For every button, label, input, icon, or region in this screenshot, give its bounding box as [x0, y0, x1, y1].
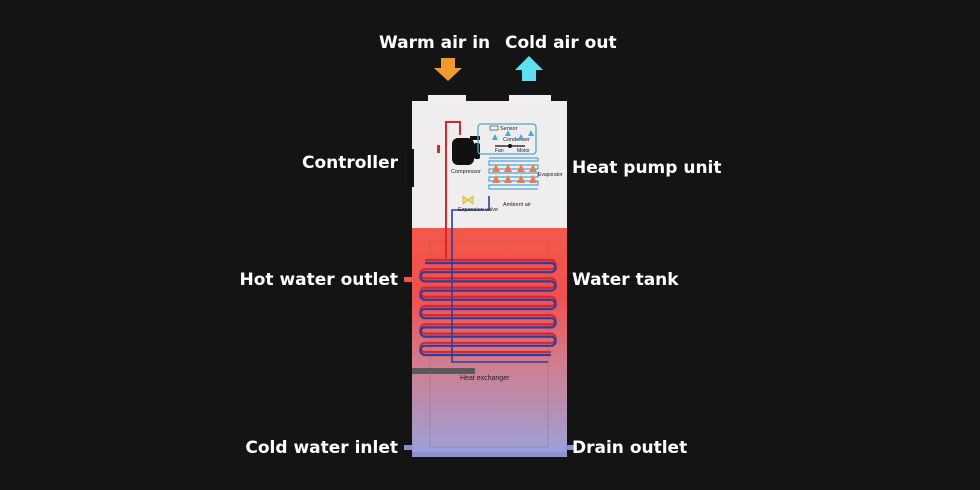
hot-water-outlet-label: Hot water outlet: [239, 270, 398, 290]
controller-panel: [407, 149, 414, 187]
drain-outlet-label: Drain outlet: [572, 438, 688, 458]
warm-air-in-label: Warm air in: [379, 33, 491, 53]
return-pipe: [451, 258, 548, 363]
fan-hub-icon: [508, 144, 512, 148]
expansion-valve-label: Expansion valve: [458, 207, 498, 213]
fan-label: Fan: [495, 148, 504, 154]
heat-exchanger-coil: [419, 258, 557, 357]
drain-outlet-pipe: [566, 445, 575, 450]
water-tank-label: Water tank: [572, 270, 679, 290]
evaporator-coil: [488, 157, 539, 190]
tank-bottom-band: [412, 452, 567, 457]
controller-indicator-icon: [437, 145, 440, 153]
hot-refrigerant-line: [445, 121, 461, 258]
expansion-valve-icon: [462, 195, 474, 205]
cold-refrigerant-line: [451, 196, 490, 258]
heat-exchanger-bar: [412, 368, 475, 374]
cold-coil-path: [419, 261, 557, 357]
cold-water-inlet-pipe: [404, 445, 413, 450]
tank-inner-outline: [429, 241, 549, 448]
evaporator-label: Evaporator: [538, 172, 563, 178]
compressor-label: Compressor: [451, 169, 481, 175]
heat-pump-unit-label: Heat pump unit: [572, 158, 722, 178]
condenser-frame: [477, 123, 537, 155]
compressor-icon: [452, 136, 480, 165]
hot-water-outlet-pipe: [404, 277, 413, 282]
sensor-icon: [489, 125, 499, 131]
cold-air-arrow-icon: [515, 56, 543, 81]
motor-label: Motor: [517, 148, 530, 154]
ambient-air-label: Ambient air: [503, 202, 531, 208]
cold-air-vent: [509, 95, 551, 101]
controller-label: Controller: [301, 153, 398, 173]
warm-air-vent: [428, 95, 466, 101]
heat-exchanger-label: Heat exchanger: [460, 375, 510, 382]
cold-water-inlet-label: Cold water inlet: [245, 438, 398, 458]
warm-air-arrow-icon: [434, 58, 462, 81]
ambient-air-arrows-icon: [492, 164, 537, 183]
condenser-label: Condenser: [503, 137, 530, 143]
cold-air-out-label: Cold air out: [505, 33, 617, 53]
fan-arrows-icon: [492, 130, 534, 140]
sensor-label: Sensor: [500, 126, 518, 132]
